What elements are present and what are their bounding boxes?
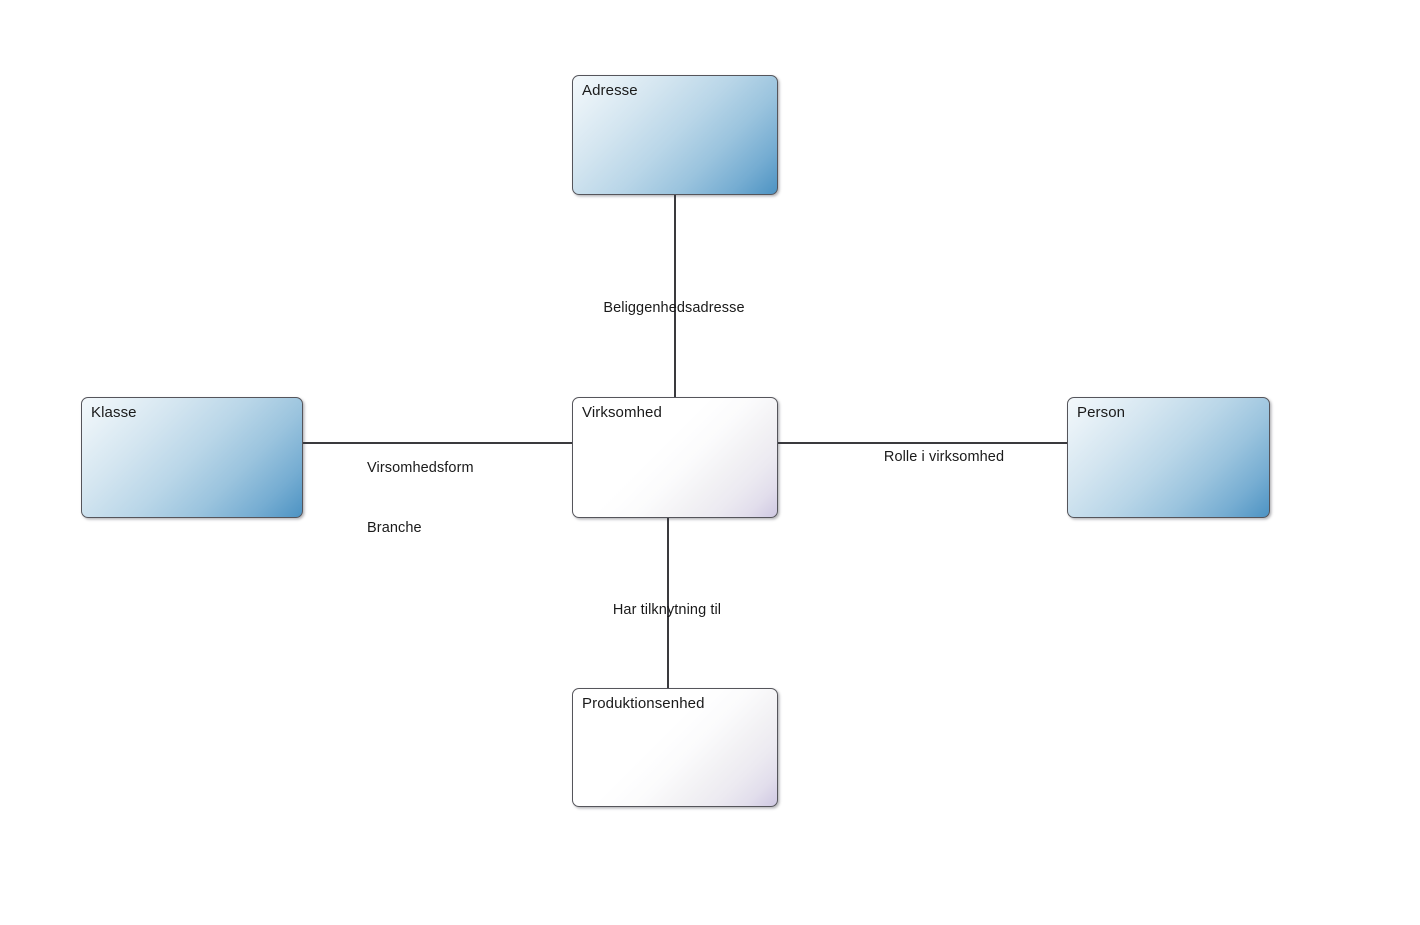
- edge-label-virsomhedsform-branche: Virsomhedsform Branche: [367, 418, 474, 578]
- node-produktionsenhed-label: Produktionsenhed: [582, 695, 705, 712]
- node-klasse-label: Klasse: [91, 404, 137, 421]
- edge-label-virsomhedsform: Virsomhedsform: [367, 460, 474, 476]
- edge-label-har-tilknytning-til: Har tilknytning til: [613, 560, 721, 660]
- edge-label-branche: Branche: [367, 520, 422, 536]
- edge-label-har-tilknytning-til-line1: Har tilknytning til: [612, 602, 722, 618]
- node-klasse[interactable]: Klasse: [81, 397, 303, 518]
- edge-label-rolle-i-virksomhed-line1: Rolle i virksomhed: [883, 449, 1005, 465]
- edge-label-beliggenhedsadresse: Beliggenhedsadresse: [603, 258, 744, 358]
- node-virksomhed[interactable]: Virksomhed: [572, 397, 778, 518]
- node-produktionsenhed[interactable]: Produktionsenhed: [572, 688, 778, 807]
- node-adresse[interactable]: Adresse: [572, 75, 778, 195]
- node-adresse-label: Adresse: [582, 82, 638, 99]
- edge-label-rolle-i-virksomhed: Rolle i virksomhed: [884, 407, 1004, 507]
- edge-virksomhed-person[interactable]: [777, 442, 1068, 444]
- node-virksomhed-label: Virksomhed: [582, 404, 662, 421]
- edge-klasse-virksomhed[interactable]: [302, 442, 574, 444]
- node-person[interactable]: Person: [1067, 397, 1270, 518]
- edge-label-beliggenhedsadresse-line1: Beliggenhedsadresse: [603, 300, 745, 316]
- edge-adresse-virksomhed[interactable]: [674, 194, 676, 398]
- edge-virksomhed-produktionsenhed[interactable]: [667, 517, 669, 689]
- node-person-label: Person: [1077, 404, 1126, 421]
